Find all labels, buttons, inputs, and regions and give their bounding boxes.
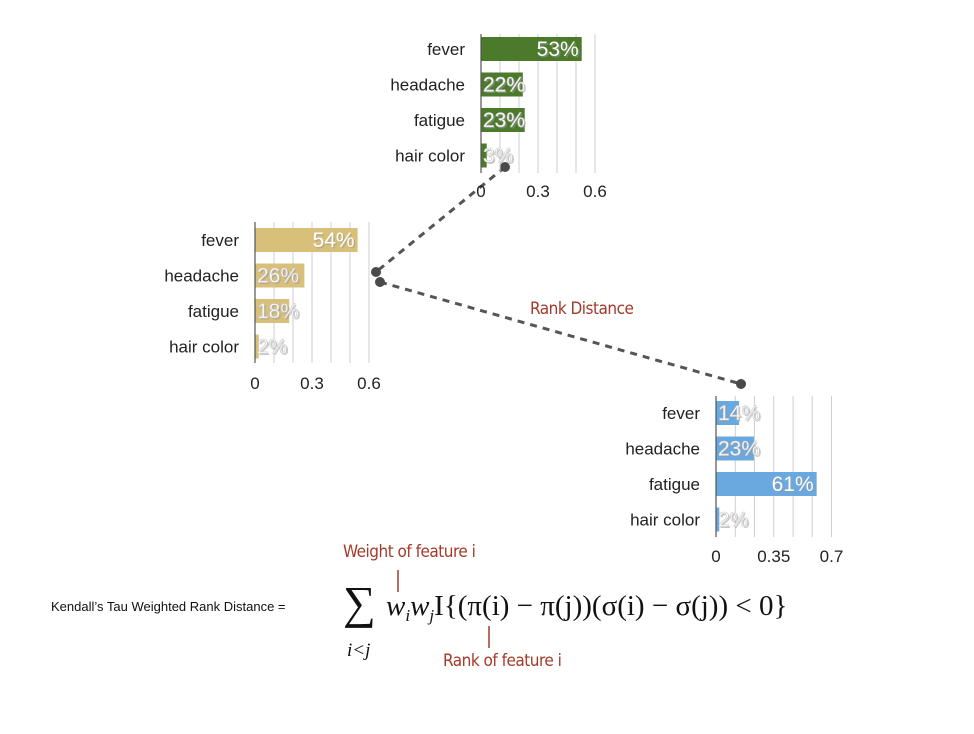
bar-fever [481,37,582,61]
tick-label: 0.6 [583,182,607,201]
value-label-shadow: 23% [720,439,762,462]
value-label-shadow: 61% [773,475,815,498]
tick-label: 0.3 [526,182,550,201]
category-label: fatigue [649,475,700,494]
connector-dot [371,267,381,277]
value-label: 22% [483,74,525,97]
value-label: 53% [537,38,579,61]
tick-label: 0 [476,182,485,201]
bar-fatigue [255,299,290,323]
tick-label: 0 [250,374,259,393]
summation-subscript: i<j [347,640,370,661]
weight-w-j: w [410,590,430,622]
value-label-shadow: 53% [538,40,580,63]
category-label: fatigue [414,111,465,130]
bar-headache [481,72,523,97]
tick-label: 0.7 [820,547,844,566]
category-label: fatigue [188,302,239,321]
connector-line-bottom [379,280,742,386]
weight-w-i: w [386,590,406,622]
value-label-shadow: 54% [314,231,356,254]
value-label: 26% [257,265,299,288]
tick-label: 0 [711,547,720,566]
value-label: 3% [483,145,513,168]
value-label: 2% [718,509,748,532]
bar-fatigue [716,472,817,496]
tick-label: 0.35 [757,547,790,566]
category-label: hair color [630,511,700,530]
value-label-shadow: 14% [720,404,762,427]
category-label: fever [662,404,700,423]
weight-note-annotation: Weight of feature i [343,542,475,562]
category-label: headache [390,76,465,95]
connector-dot [500,162,510,172]
bar-hair-color [716,507,720,532]
category-label: hair color [395,147,465,166]
rank-distance-annotation: Rank Distance [530,299,633,319]
bar-headache [255,263,305,288]
value-label-shadow: 3% [485,146,515,169]
value-label: 18% [257,300,299,323]
formula-label: Kendall’s Tau Weighted Rank Distance = [51,599,286,614]
value-label: 23% [483,109,525,132]
value-label-shadow: 23% [485,111,527,134]
category-label: fever [427,40,465,59]
value-label-shadow: 2% [720,510,750,533]
subscript-j: j [427,606,434,625]
value-label: 14% [718,402,760,425]
connectors [371,162,746,389]
bar-fatigue [481,108,525,132]
value-label: 54% [313,229,355,252]
value-label-shadow: 22% [485,75,527,98]
bar-hair-color [481,143,487,168]
connector-dot [375,277,385,287]
value-label-shadow: 26% [259,266,301,289]
formula-body: wiwjI{(π(i) − π(j))(σ(i) − σ(j)) < 0} [386,590,787,625]
value-label-shadow: 2% [259,337,289,360]
indicator-expression: I{(π(i) − π(j))(σ(i) − σ(j)) < 0} [434,590,787,622]
summation-symbol: ∑ [343,577,376,628]
value-label: 2% [257,336,287,359]
bar-headache [716,436,754,461]
value-label: 23% [718,438,760,461]
bar-fever [716,401,740,425]
connector-line-top [375,165,506,274]
tick-label: 0.3 [300,374,324,393]
bar-hair-color [255,334,259,359]
subscript-i: i [405,606,410,625]
category-label: fever [201,231,239,250]
connector-dot [736,379,746,389]
bar-fever [255,228,358,252]
rank-note-annotation: Rank of feature i [443,651,561,671]
category-label: headache [164,267,239,286]
category-label: hair color [169,338,239,357]
category-label: headache [625,440,700,459]
value-label: 61% [772,473,814,496]
tick-label: 0.6 [357,374,381,393]
value-label-shadow: 18% [259,302,301,325]
